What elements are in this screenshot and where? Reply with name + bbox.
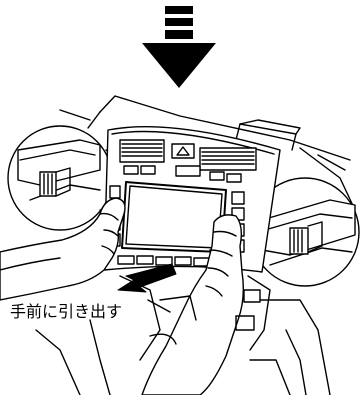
hazard-switch bbox=[171, 143, 195, 159]
down-arrow-icon bbox=[142, 6, 216, 88]
left-hand bbox=[0, 197, 126, 301]
display-screen bbox=[121, 181, 227, 253]
pull-arrow-icon bbox=[117, 263, 177, 293]
dashboard-outline bbox=[59, 95, 356, 211]
pull-out-instruction-label: 手前に引き出す bbox=[10, 302, 123, 321]
bottom-button-row bbox=[117, 255, 230, 267]
clip-detail-right bbox=[245, 177, 360, 287]
lower-console bbox=[35, 275, 331, 395]
center-panel bbox=[103, 126, 281, 273]
air-vent-right bbox=[199, 147, 257, 171]
top-button-row bbox=[123, 165, 242, 183]
air-vent-left bbox=[119, 139, 165, 163]
